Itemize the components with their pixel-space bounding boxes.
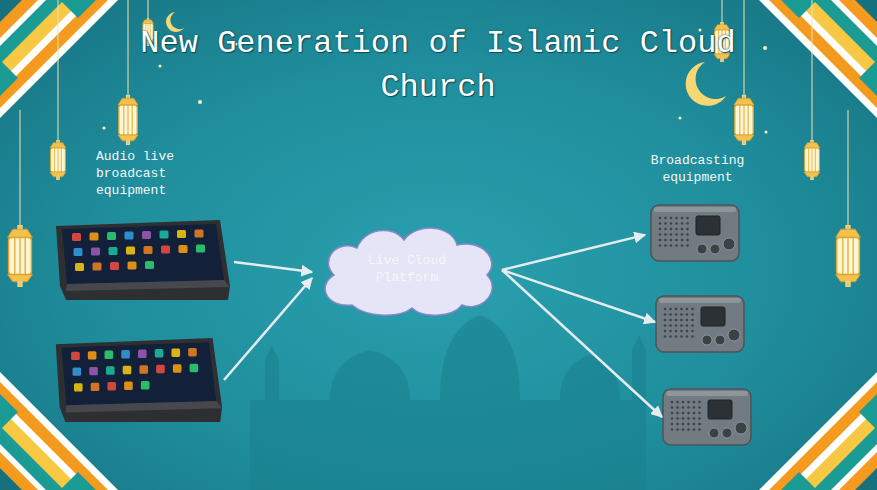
tablet-base <box>65 401 222 413</box>
radio-receiver-art <box>655 295 745 353</box>
tablet-screen <box>62 342 217 405</box>
node-label: Broadcasting equipment <box>645 152 750 186</box>
arrow-connector <box>502 270 655 322</box>
radio-top <box>654 207 736 212</box>
arrow-connector <box>502 270 662 417</box>
radio-receiver-art <box>650 204 740 262</box>
radio-top <box>659 298 741 303</box>
diagram-title: New Generation of Islamic Cloud Church <box>118 22 758 110</box>
broadcast-tablet-art <box>52 338 224 422</box>
speaker-grille <box>659 217 689 247</box>
node-label: Audio live broadcast equipment <box>96 148 196 199</box>
speaker-grille <box>671 401 701 431</box>
radio-knobs <box>709 422 747 438</box>
radio-top <box>666 391 748 396</box>
arrow-connector <box>502 235 645 270</box>
speaker-grille <box>664 308 694 338</box>
tablet-base <box>66 280 230 291</box>
node-label: Live Cloud Platform <box>357 252 457 286</box>
radio-body <box>651 205 739 261</box>
mosque-silhouette <box>250 315 646 490</box>
radio-knobs <box>702 329 740 345</box>
tablet-body <box>56 220 230 300</box>
broadcast-tablet: Audio live broadcast equipment <box>52 148 234 300</box>
arrow-connector <box>234 262 312 272</box>
broadcast-tablet <box>52 338 224 422</box>
radio-display <box>696 216 720 235</box>
tablet-screen <box>62 224 224 284</box>
corner-ornament <box>759 372 877 490</box>
corner-ornament <box>0 0 118 118</box>
radio-body <box>663 389 751 445</box>
corner-ornament <box>759 0 877 118</box>
radio-receiver <box>655 295 745 355</box>
radio-receiver <box>662 386 752 448</box>
radio-display <box>708 400 732 419</box>
radio-receiver: Broadcasting equipment <box>645 152 750 264</box>
broadcast-tablet-art <box>52 220 232 300</box>
cloud-platform: Live Cloud Platform <box>312 220 502 320</box>
cloud-shape <box>325 228 492 315</box>
radio-knobs <box>697 238 735 254</box>
app-icons <box>72 230 207 272</box>
radio-receiver-art <box>662 388 752 446</box>
radio-body <box>656 296 744 352</box>
arrow-connector <box>224 278 312 380</box>
app-icons <box>71 348 200 392</box>
radio-display <box>701 307 725 326</box>
tablet-body <box>56 338 222 422</box>
